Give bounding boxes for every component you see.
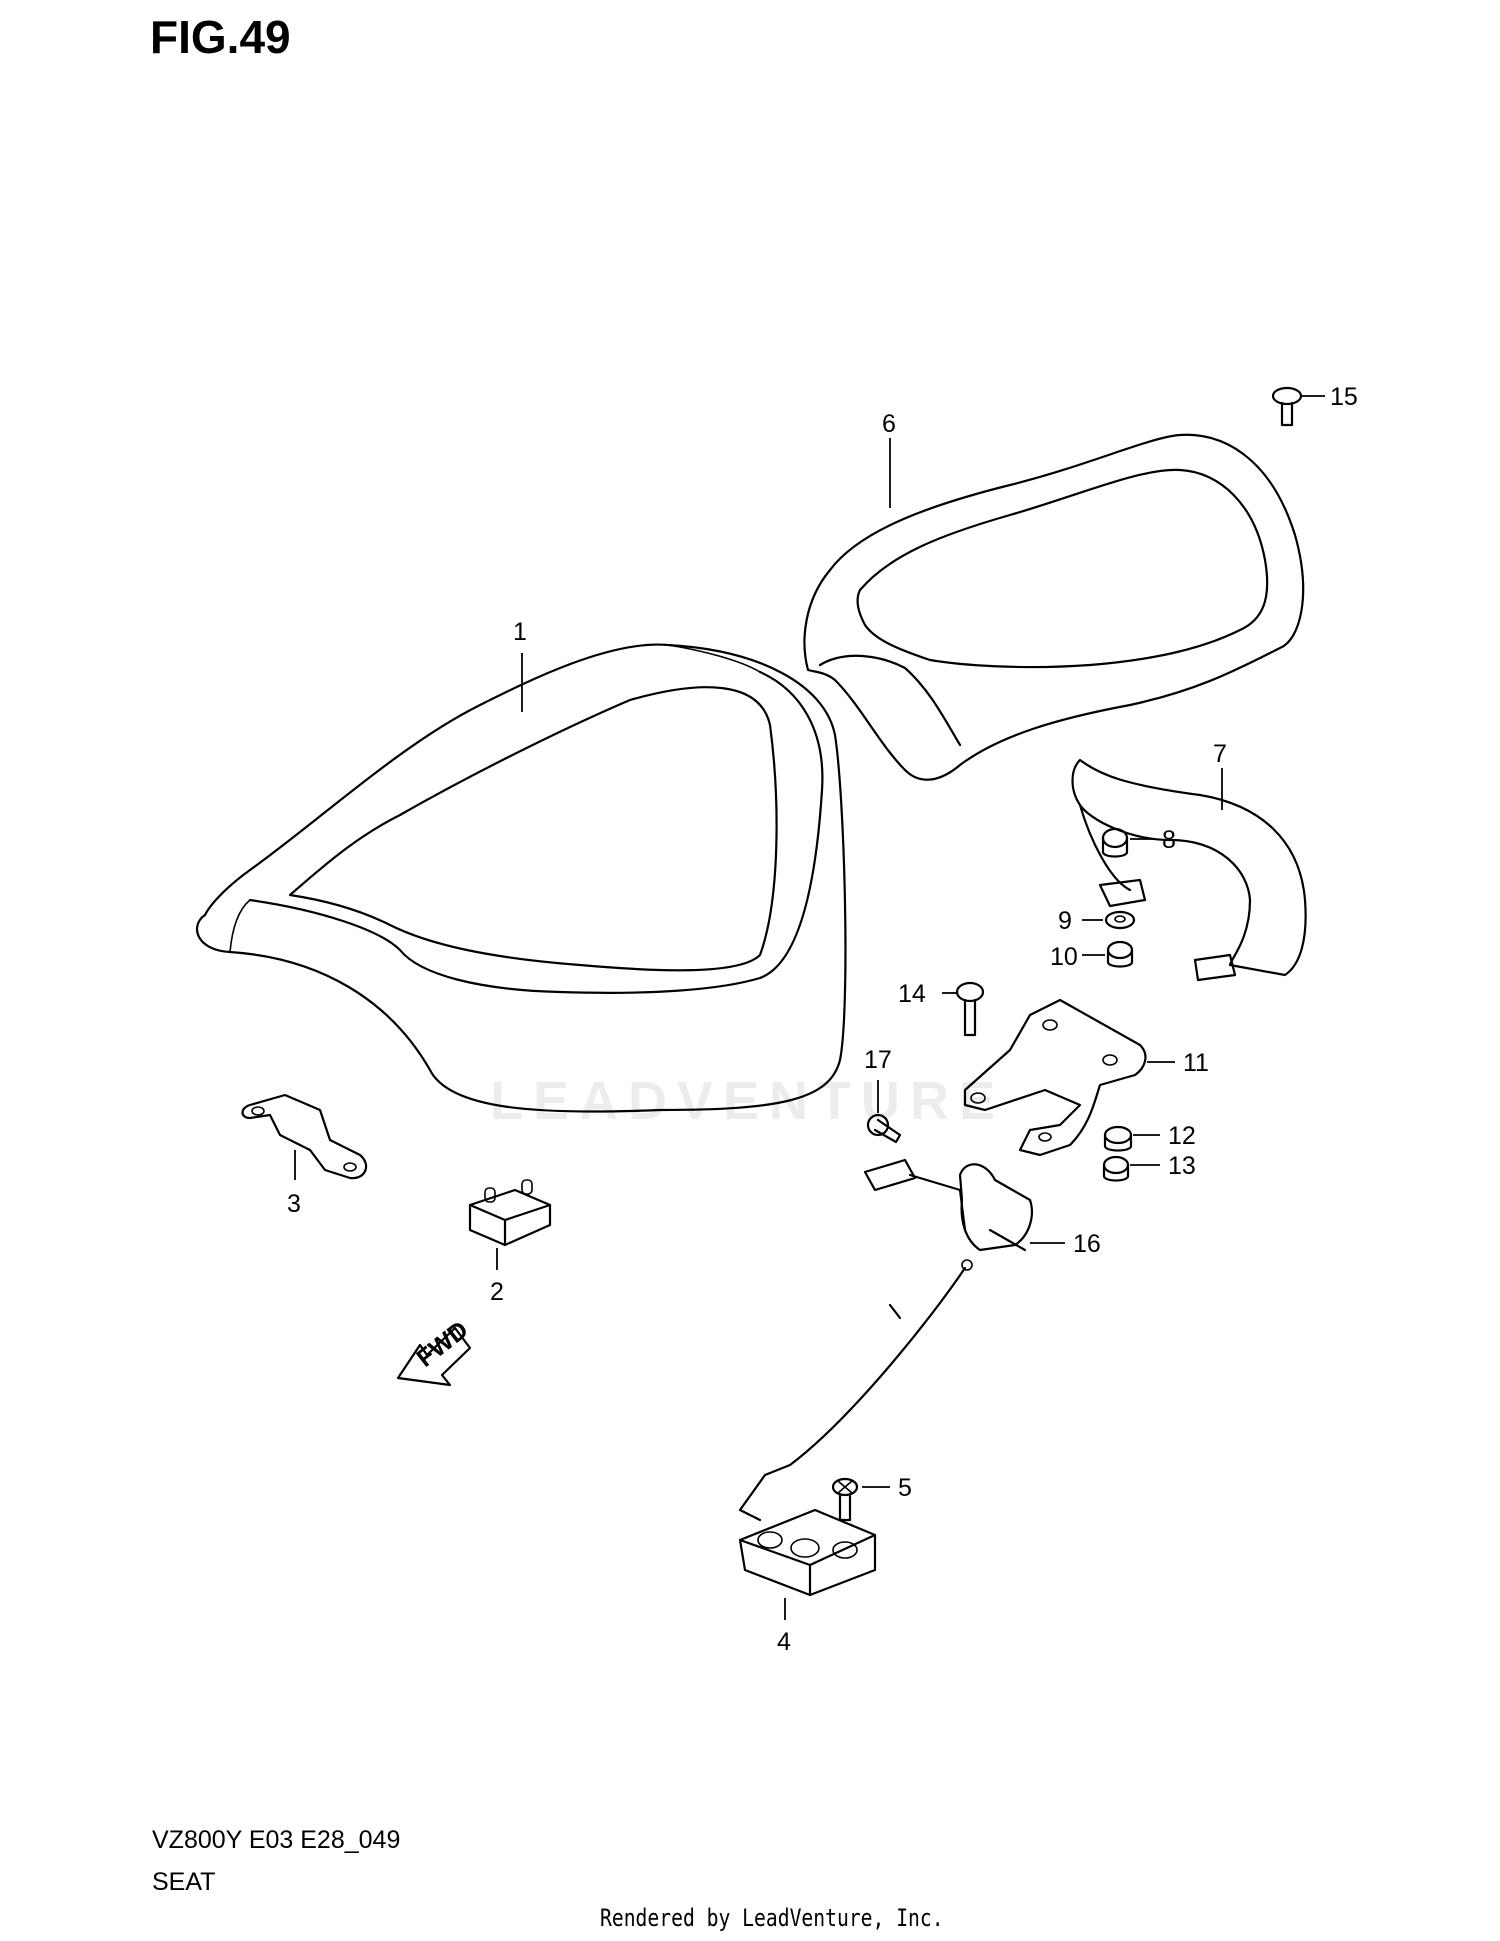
part-14-bolt[interactable] [955, 981, 985, 1037]
callout-8: 8 [1162, 826, 1176, 854]
part-8-cap-nut[interactable] [1101, 827, 1129, 858]
part-4-holder[interactable] [738, 1508, 877, 1597]
callout-9: 9 [1058, 907, 1072, 935]
callout-12: 12 [1168, 1122, 1196, 1150]
callout-6: 6 [882, 410, 896, 438]
callout-13: 13 [1168, 1152, 1196, 1180]
part-6-pillion-seat[interactable] [803, 433, 1305, 781]
callout-11: 11 [1183, 1049, 1209, 1077]
part-9-washer[interactable] [1104, 910, 1136, 930]
part-10-nut[interactable] [1106, 940, 1134, 968]
render-credit: Rendered by LeadVenture, Inc. [600, 1904, 944, 1932]
callout-5: 5 [898, 1474, 912, 1502]
part-17-bolt[interactable] [866, 1113, 902, 1144]
callout-10: 10 [1050, 943, 1078, 971]
part-16-seat-lock[interactable] [738, 1158, 1033, 1522]
part-13-nut[interactable] [1102, 1155, 1130, 1182]
figure-title: FIG.49 [150, 11, 291, 63]
part-12-nut[interactable] [1103, 1125, 1133, 1152]
part-3-bracket[interactable] [241, 1093, 368, 1180]
part-11-bracket[interactable] [963, 998, 1147, 1157]
callout-1: 1 [513, 618, 527, 646]
part-2-cushion[interactable] [468, 1179, 552, 1247]
callout-16: 16 [1073, 1230, 1101, 1258]
part-15-screw[interactable] [1271, 386, 1303, 427]
callout-17: 17 [864, 1046, 892, 1074]
callout-15: 15 [1330, 383, 1358, 411]
callout-4: 4 [777, 1628, 791, 1656]
part-7-grab-strap[interactable] [1071, 758, 1307, 982]
callout-labels: 1 2 3 4 5 6 7 8 9 10 11 12 13 14 15 16 1… [287, 383, 1358, 1656]
callout-7: 7 [1213, 740, 1227, 768]
part-5-screw[interactable] [831, 1477, 859, 1522]
leader-lines [294, 395, 1325, 1620]
fwd-label: FWD [411, 1316, 473, 1373]
model-code: VZ800Y E03 E28_049 [152, 1826, 401, 1854]
watermark-text: LEADVENTURE [490, 1071, 1006, 1131]
callout-2: 2 [490, 1278, 504, 1306]
callout-14: 14 [898, 980, 926, 1008]
part-1-rider-seat[interactable] [195, 643, 847, 1113]
callout-3: 3 [287, 1190, 301, 1218]
forward-direction-arrow: FWD [396, 1316, 474, 1387]
section-name: SEAT [152, 1868, 216, 1896]
